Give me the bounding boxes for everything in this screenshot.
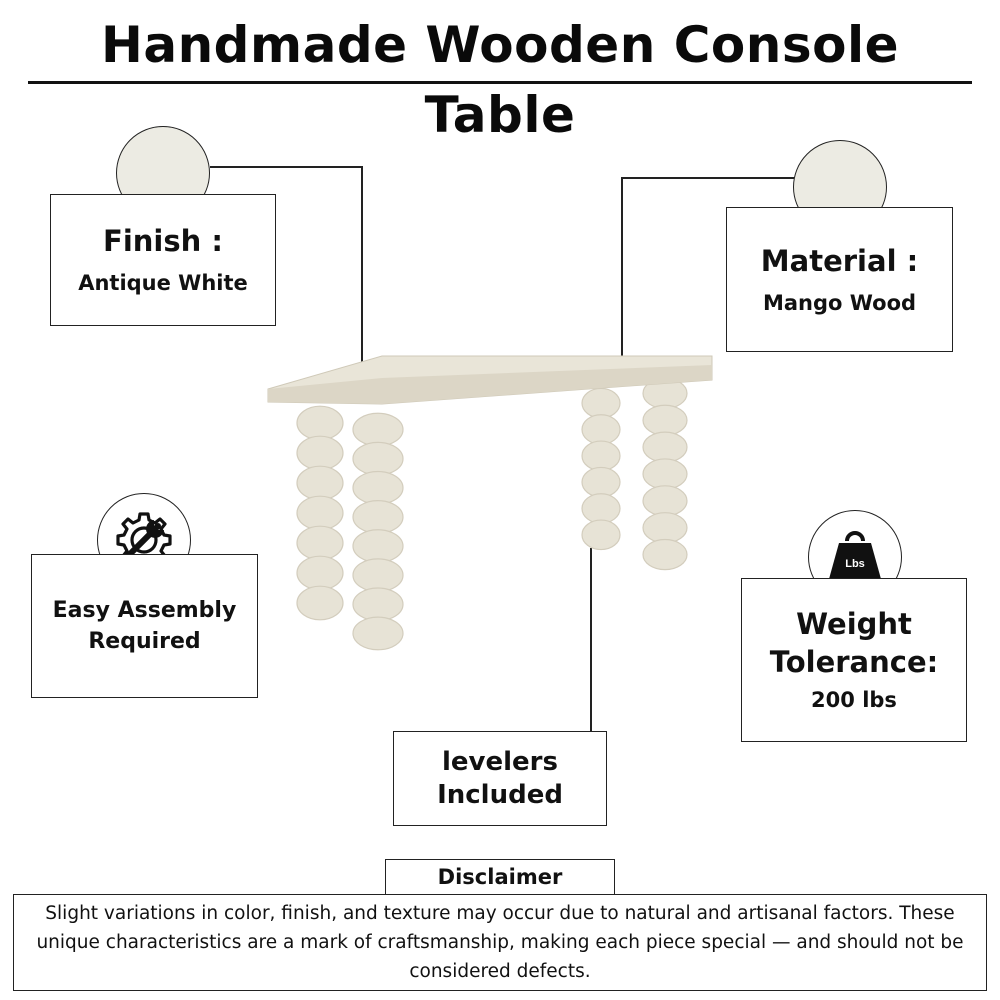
table-leg-1-bead [296, 435, 344, 471]
table-leg-3-bead [581, 493, 621, 524]
material-box: Material : Mango Wood [726, 207, 953, 352]
table-leg-2-bead [352, 470, 404, 505]
weight-value: 200 lbs [811, 688, 897, 712]
table-leg-4-bead [642, 404, 688, 436]
finish-box: Finish : Antique White [50, 194, 276, 326]
table-leg-4-bead [642, 485, 688, 517]
disclaimer-text: Slight variations in color, finish, and … [36, 903, 964, 982]
table-leg-2-bead [352, 412, 404, 447]
table-leg-3-bead [581, 519, 621, 551]
table-leg-4-bead [642, 458, 688, 490]
disclaimer-heading: Disclaimer [385, 859, 615, 895]
table-leg-2-bead [352, 558, 404, 593]
table-leg-1-bead [296, 555, 344, 591]
levelers-box: levelers Included [393, 731, 607, 826]
table-leg-1-bead [296, 525, 344, 561]
table-leg-4-bead [642, 512, 688, 544]
table-leg-3-bead [581, 414, 621, 445]
weight-icon-text: Lbs [845, 558, 865, 570]
finish-value: Antique White [78, 271, 248, 295]
table-leg-2-bead [352, 587, 404, 622]
table-leg-2-bead [352, 529, 404, 563]
table-leg-1-bead [296, 405, 344, 441]
table-leg-4-bead [642, 538, 688, 571]
connector-finish-h [210, 166, 362, 168]
table-leg-2-bead [352, 500, 404, 534]
assembly-line2: Required [88, 629, 201, 654]
connector-material-v [621, 177, 623, 357]
material-value: Mango Wood [762, 290, 917, 315]
title-underline [28, 81, 972, 84]
connector-finish-v [361, 166, 363, 376]
weight-line1: Weight [796, 607, 912, 641]
assembly-line1: Easy Assembly [52, 598, 237, 623]
table-leg-1-bead [296, 585, 344, 621]
table-leg-1-bead [296, 495, 344, 531]
table-top-front [268, 365, 712, 404]
table-leg-3-bead [581, 440, 621, 472]
table-leg-1-bead [296, 465, 344, 501]
disclaimer-box: Slight variations in color, finish, and … [13, 894, 987, 991]
page-title: Handmade Wooden Console Table [101, 16, 899, 144]
weight-line2: Tolerance: [769, 645, 939, 679]
weight-box: Weight Tolerance: 200 lbs [741, 578, 967, 742]
table-leg-3-bead [581, 466, 621, 498]
table-leg-2-bead [352, 616, 404, 651]
finish-label: Finish : [103, 224, 223, 258]
material-label: Material : [760, 243, 919, 278]
table-legs [296, 377, 688, 651]
table-leg-4-bead [642, 431, 688, 463]
connector-levelers-v [590, 548, 592, 732]
table-leg-2-bead [352, 441, 404, 476]
levelers-line1: levelers [442, 746, 558, 777]
levelers-line2: Included [437, 779, 563, 810]
connector-material-h [621, 177, 794, 179]
assembly-box: Easy Assembly Required [31, 554, 258, 698]
table-leg-3-bead [581, 387, 621, 419]
weight-icon: Lbs [829, 531, 881, 579]
